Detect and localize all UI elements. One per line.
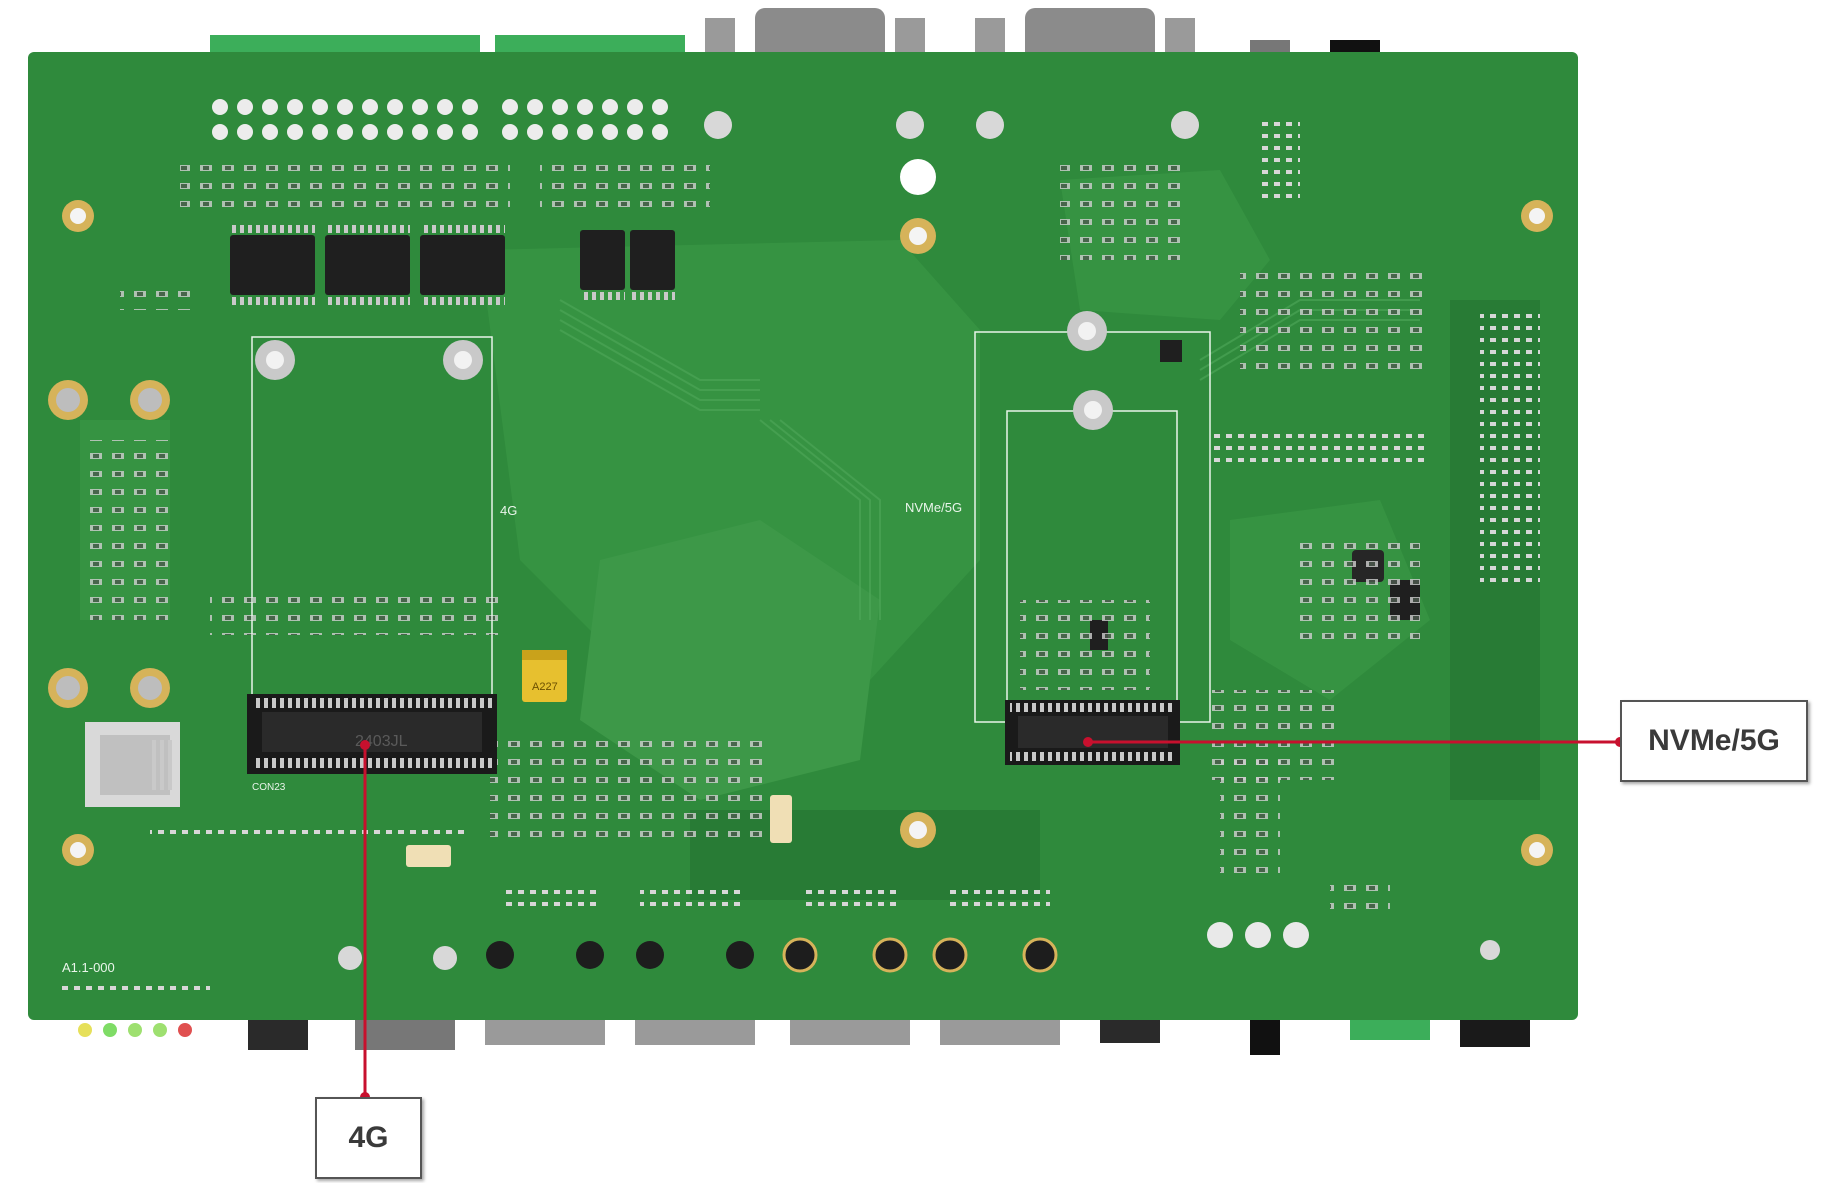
cap-marking: A227 — [532, 681, 558, 693]
pad-arrays — [60, 120, 1540, 997]
capacitors: A227 — [406, 650, 792, 867]
mounting-holes — [48, 111, 1553, 970]
callout-nvme-5g: NVMe/5G — [1620, 700, 1808, 782]
m2-connector-4g: 2403JL — [247, 694, 497, 774]
jack-pads — [486, 937, 1058, 973]
callout-4g: 4G — [315, 1097, 422, 1179]
silk-connector-ref: CON23 — [252, 782, 286, 793]
silk-label-4g: 4G — [500, 503, 517, 518]
silk-revision: A1.1-000 — [62, 960, 115, 975]
gpio-header-pads — [212, 99, 668, 140]
silk-label-nvme: NVMe/5G — [905, 500, 962, 515]
leader-lines — [360, 737, 1625, 1102]
slot-standoffs — [255, 311, 1113, 430]
bottom-connectors — [78, 1015, 1530, 1055]
sim-connector — [85, 722, 180, 807]
copper-pour — [80, 170, 1540, 900]
trace-bundles — [559, 299, 1420, 620]
smd-fields — [90, 160, 1430, 920]
m2-connector-nvme — [1005, 700, 1180, 765]
